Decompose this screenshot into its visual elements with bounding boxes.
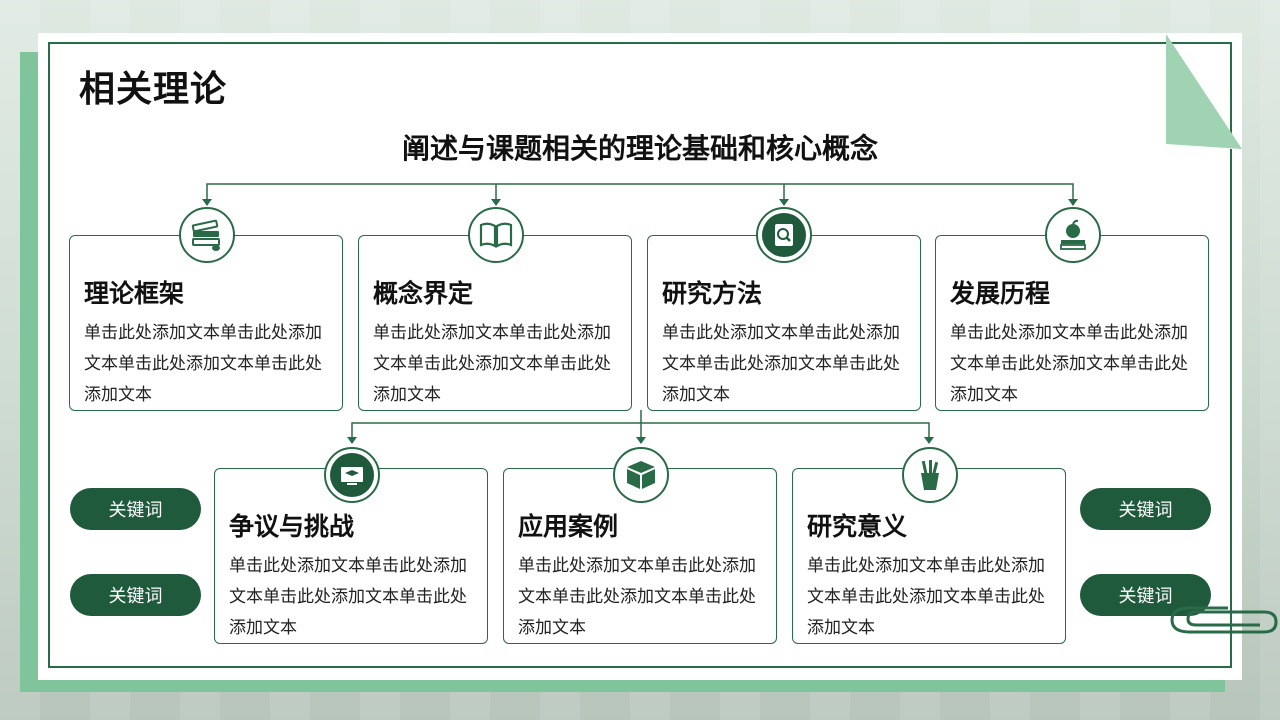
notebook-search-icon: [756, 207, 812, 263]
card-body: 单击此处添加文本单击此处添加文本单击此处添加文本单击此处添加文本: [229, 556, 467, 638]
card-body: 单击此处添加文本单击此处添加文本单击此处添加文本单击此处添加文本: [518, 556, 756, 638]
board-icon: [324, 447, 380, 503]
card-theory-framework: 理论框架 单击此处添加文本单击此处添加文本单击此处添加文本单击此处添加文本: [69, 235, 343, 411]
card-title: 研究方法: [662, 279, 763, 308]
card-title: 争议与挑战: [229, 512, 355, 541]
card-research-methods: 研究方法 单击此处添加文本单击此处添加文本单击此处添加文本单击此处添加文本: [647, 235, 921, 411]
card-title: 研究意义: [807, 512, 908, 541]
card-development-history: 发展历程 单击此处添加文本单击此处添加文本单击此处添加文本单击此处添加文本: [935, 235, 1209, 411]
card-title: 应用案例: [518, 512, 619, 541]
keyword-pill[interactable]: 关键词: [70, 574, 201, 616]
card-body: 单击此处添加文本单击此处添加文本单击此处添加文本单击此处添加文本: [807, 556, 1045, 638]
paperclip-icon: [1170, 606, 1278, 634]
keyword-pill[interactable]: 关键词: [70, 488, 201, 530]
page-title: 相关理论: [79, 69, 228, 110]
card-title: 概念界定: [373, 279, 474, 308]
keyword-pill[interactable]: 关键词: [1080, 488, 1211, 530]
slide-frame: [48, 42, 1232, 668]
card-concept-definition: 概念界定 单击此处添加文本单击此处添加文本单击此处添加文本单击此处添加文本: [358, 235, 632, 411]
open-book-icon: [468, 207, 524, 263]
box-icon: [613, 447, 669, 503]
card-body: 单击此处添加文本单击此处添加文本单击此处添加文本单击此处添加文本: [84, 323, 322, 405]
books-icon: [179, 207, 235, 263]
page-subtitle: 阐述与课题相关的理论基础和核心概念: [401, 132, 878, 165]
card-body: 单击此处添加文本单击此处添加文本单击此处添加文本单击此处添加文本: [373, 323, 611, 405]
pencil-cup-icon: [902, 447, 958, 503]
card-body: 单击此处添加文本单击此处添加文本单击此处添加文本单击此处添加文本: [662, 323, 900, 405]
card-title: 发展历程: [950, 279, 1051, 308]
card-body: 单击此处添加文本单击此处添加文本单击此处添加文本单击此处添加文本: [950, 323, 1188, 405]
apple-books-icon: [1045, 207, 1101, 263]
card-title: 理论框架: [84, 279, 185, 308]
page-fold-icon: [1166, 34, 1242, 149]
